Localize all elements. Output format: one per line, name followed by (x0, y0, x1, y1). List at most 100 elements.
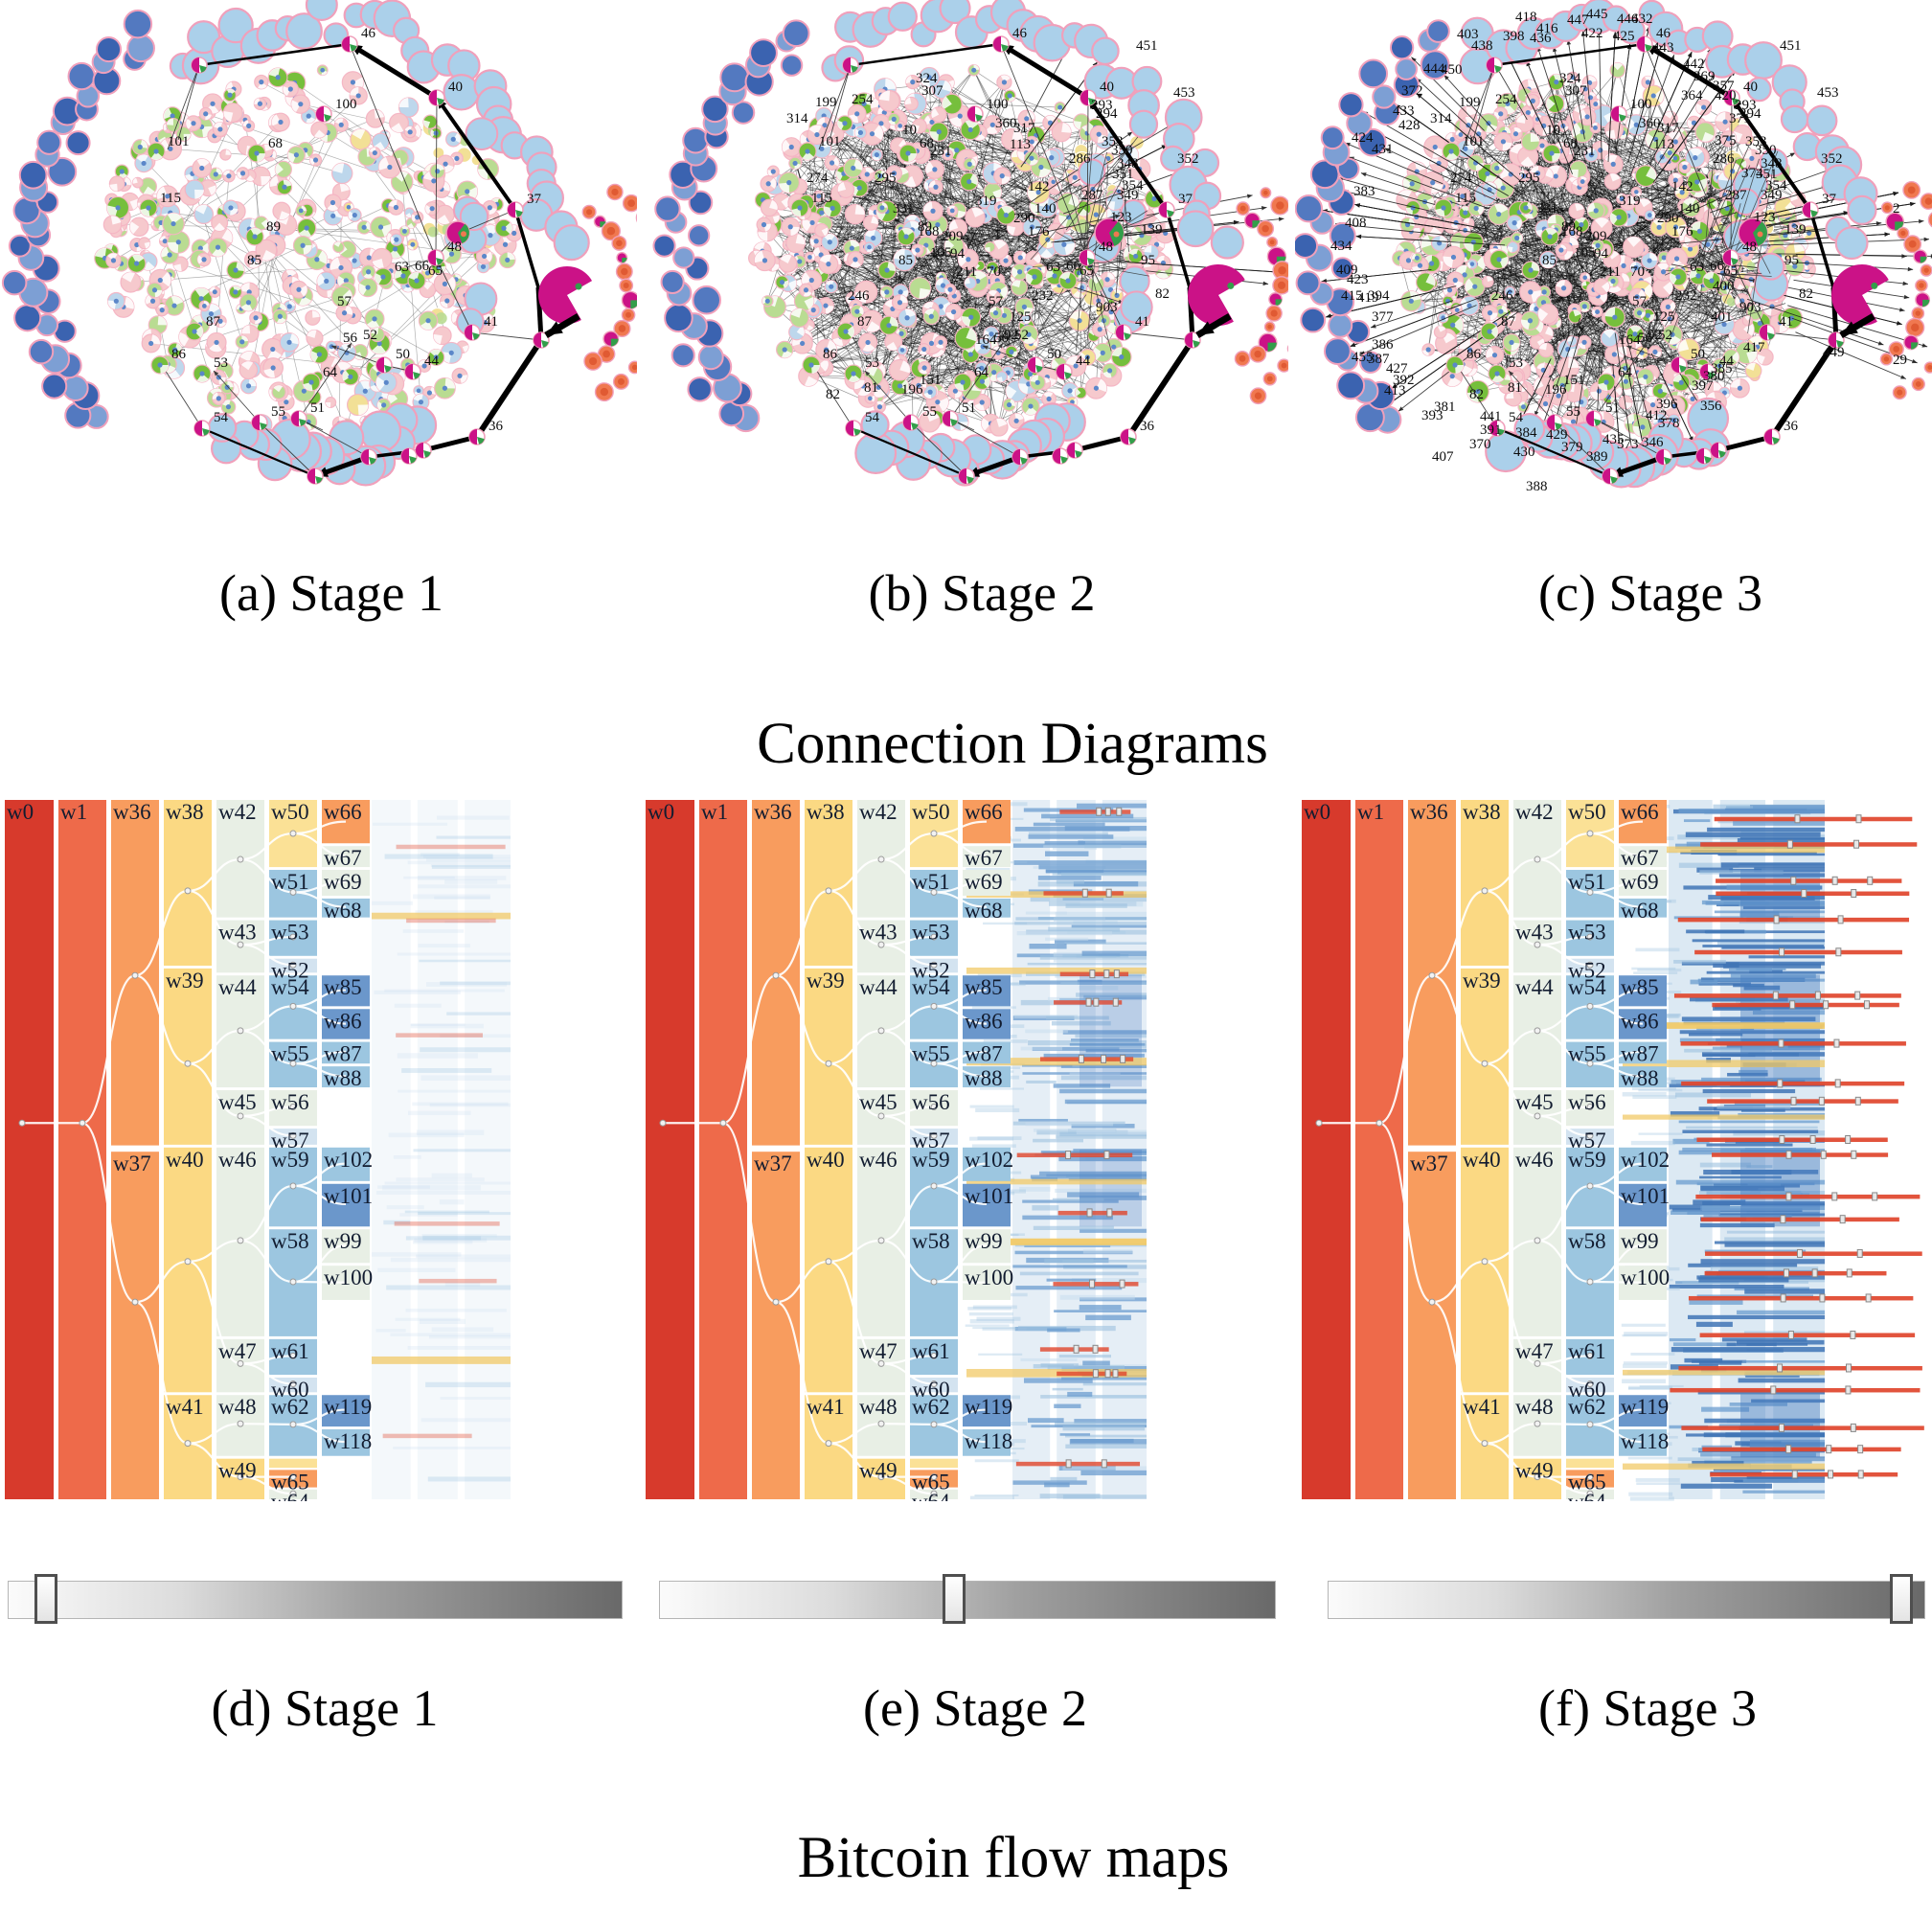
svg-text:89: 89 (918, 219, 932, 235)
svg-text:66: 66 (1066, 259, 1081, 274)
svg-text:36: 36 (489, 419, 504, 434)
svg-text:68: 68 (268, 136, 283, 151)
svg-text:87: 87 (857, 314, 873, 330)
timeline-slider-stage-1[interactable] (8, 1574, 623, 1624)
svg-text:142: 142 (1028, 179, 1050, 194)
svg-text:54: 54 (865, 410, 880, 425)
svg-text:70: 70 (987, 264, 1001, 280)
svg-text:92: 92 (1004, 328, 1018, 343)
svg-text:89: 89 (266, 219, 281, 235)
caption-connection-stage-2: (b) Stage 2 (868, 564, 1096, 622)
svg-text:85: 85 (247, 253, 261, 268)
svg-text:86: 86 (171, 347, 187, 362)
svg-text:209: 209 (942, 229, 964, 244)
svg-text:55: 55 (271, 404, 285, 420)
svg-text:113: 113 (1010, 137, 1031, 152)
svg-text:44: 44 (424, 354, 440, 369)
svg-text:94: 94 (950, 246, 966, 262)
svg-text:82: 82 (1155, 286, 1170, 302)
svg-text:140: 140 (1034, 201, 1057, 217)
slider-handle[interactable] (1889, 1574, 1913, 1624)
svg-text:246: 246 (848, 288, 870, 304)
svg-text:168: 168 (918, 224, 940, 240)
svg-text:57: 57 (337, 294, 352, 309)
svg-text:331: 331 (893, 201, 915, 217)
caption-flow-stage-1: (d) Stage 1 (211, 1679, 439, 1737)
svg-text:101: 101 (168, 134, 190, 149)
svg-text:50: 50 (1047, 347, 1061, 362)
svg-text:351: 351 (1112, 167, 1134, 182)
svg-text:354: 354 (1122, 178, 1144, 194)
svg-text:48: 48 (1099, 240, 1113, 255)
svg-text:95: 95 (1141, 253, 1155, 268)
svg-text:307: 307 (921, 83, 943, 99)
svg-text:46: 46 (361, 26, 376, 41)
svg-text:55: 55 (922, 404, 937, 420)
svg-text:453: 453 (1173, 85, 1195, 101)
svg-text:50: 50 (396, 347, 410, 362)
svg-text:37: 37 (1178, 192, 1193, 207)
caption-connection-stage-1: (a) Stage 1 (219, 564, 443, 622)
svg-text:48: 48 (447, 240, 462, 255)
svg-text:65: 65 (1080, 263, 1094, 279)
svg-text:317: 317 (1013, 121, 1035, 136)
svg-text:349: 349 (1117, 188, 1139, 203)
svg-text:10: 10 (902, 123, 917, 138)
svg-text:314: 314 (786, 111, 808, 126)
svg-text:101: 101 (819, 134, 841, 149)
svg-text:115: 115 (811, 191, 832, 206)
svg-text:63: 63 (395, 260, 409, 275)
svg-text:123: 123 (1110, 210, 1132, 225)
svg-text:125: 125 (1010, 309, 1032, 325)
svg-text:40: 40 (1100, 80, 1114, 95)
svg-text:52: 52 (363, 328, 377, 343)
bitcoin-flow-maps-title: Bitcoin flow maps (797, 1826, 1230, 1890)
caption-connection-stage-3: (c) Stage 3 (1538, 564, 1762, 622)
svg-text:63: 63 (1046, 260, 1060, 275)
svg-text:82: 82 (826, 387, 840, 402)
svg-text:115: 115 (160, 191, 181, 206)
timeline-slider-stage-3[interactable] (1328, 1574, 1925, 1624)
svg-text:53: 53 (214, 355, 228, 371)
svg-text:53: 53 (865, 355, 879, 371)
svg-text:100: 100 (335, 97, 357, 112)
svg-text:290: 290 (1013, 211, 1035, 226)
svg-text:293: 293 (1091, 98, 1113, 113)
svg-text:56: 56 (343, 331, 358, 346)
svg-text:353: 353 (1102, 134, 1124, 149)
svg-text:287: 287 (1081, 188, 1103, 203)
svg-text:52: 52 (1014, 328, 1029, 343)
slider-handle[interactable] (34, 1574, 57, 1624)
svg-text:295: 295 (875, 171, 897, 186)
svg-text:51: 51 (962, 400, 976, 416)
caption-flow-stage-3: (f) Stage 3 (1538, 1679, 1757, 1737)
svg-text:360: 360 (995, 116, 1017, 131)
svg-text:348: 348 (1117, 156, 1139, 171)
svg-text:324: 324 (916, 71, 938, 86)
slider-track[interactable] (1328, 1581, 1925, 1619)
svg-text:151: 151 (920, 373, 942, 388)
svg-text:81: 81 (864, 380, 878, 396)
svg-text:319: 319 (975, 194, 997, 209)
svg-text:36: 36 (1140, 419, 1155, 434)
slider-handle[interactable] (943, 1574, 966, 1624)
svg-text:54: 54 (214, 410, 229, 425)
slider-track[interactable] (8, 1581, 623, 1619)
svg-text:65: 65 (428, 263, 443, 279)
svg-text:231: 231 (930, 144, 952, 159)
svg-text:451: 451 (1136, 38, 1158, 54)
slider-track[interactable] (659, 1581, 1276, 1619)
svg-text:46: 46 (1012, 26, 1028, 41)
svg-text:294: 294 (1096, 106, 1118, 122)
svg-text:350: 350 (1111, 143, 1133, 158)
svg-text:56: 56 (994, 331, 1010, 346)
svg-text:68: 68 (920, 136, 934, 151)
svg-text:41: 41 (484, 314, 498, 330)
svg-text:211: 211 (956, 264, 977, 280)
svg-text:66: 66 (415, 259, 430, 274)
timeline-slider-stage-2[interactable] (659, 1574, 1276, 1624)
